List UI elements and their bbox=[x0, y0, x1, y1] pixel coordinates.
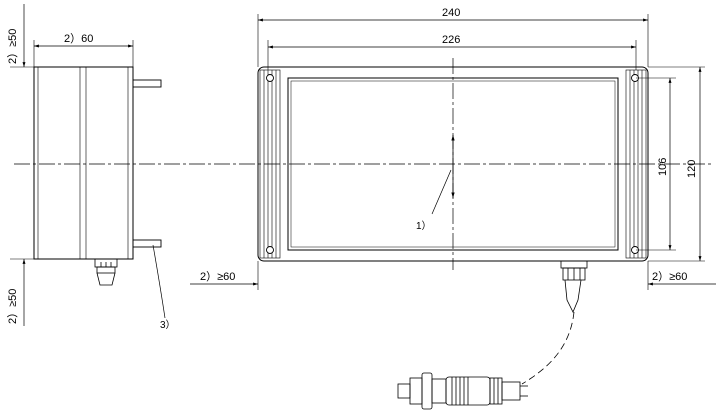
inner-height-label: 106 bbox=[657, 158, 669, 176]
side-width-label: 2）60 bbox=[64, 32, 93, 45]
side-view: 2）60 2）≥50 2）≥50 3） bbox=[6, 4, 176, 331]
top-clearance-label: 2）≥50 bbox=[6, 29, 19, 64]
callout-1-label: 1） bbox=[416, 220, 432, 232]
front-cable-gland bbox=[560, 260, 588, 313]
callout-3-label: 3） bbox=[160, 319, 176, 331]
inner-width-label: 226 bbox=[442, 34, 460, 46]
right-clearance-label: 2）≥60 bbox=[652, 270, 687, 283]
screw-hole-top-left bbox=[266, 74, 274, 82]
cable bbox=[521, 311, 575, 385]
callout-leader-3 bbox=[152, 244, 166, 319]
side-cable-gland bbox=[94, 258, 118, 286]
left-clearance-label: 2）≥60 bbox=[200, 270, 235, 283]
callout-leader-1 bbox=[431, 169, 452, 215]
side-body bbox=[33, 66, 134, 260]
left-end-cap bbox=[259, 69, 281, 259]
front-view: 1） 240 226 106 120 2）≥60 2）≥60 bbox=[190, 7, 716, 410]
overall-width-label: 240 bbox=[442, 7, 460, 19]
mount-pin-top bbox=[132, 79, 162, 88]
mount-pin-bottom bbox=[132, 239, 162, 248]
overall-height-label: 120 bbox=[686, 160, 698, 178]
plug-connector bbox=[397, 372, 528, 410]
right-end-cap bbox=[625, 69, 647, 259]
screw-hole-bottom-left bbox=[266, 246, 274, 254]
bottom-clearance-label: 2）≥50 bbox=[6, 289, 19, 324]
